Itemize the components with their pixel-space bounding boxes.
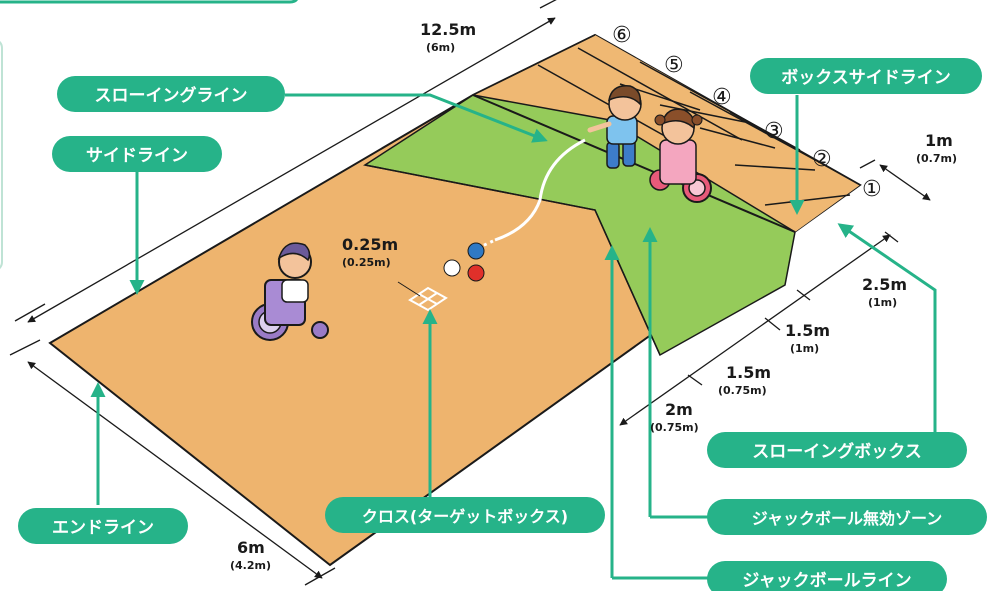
label-jack-line: ジャックボールライン — [707, 561, 947, 591]
dim-box-width-sub: (0.7m) — [916, 152, 957, 165]
svg-text:クロス(ターゲットボックス): クロス(ターゲットボックス) — [362, 507, 568, 526]
box-number-5: ⑤ — [664, 53, 684, 78]
dim-box-width-main: 1m — [925, 131, 953, 150]
dim-width-main: 6m — [237, 538, 265, 557]
red-ball — [467, 264, 485, 282]
svg-text:ジャックボール無効ゾーン: ジャックボール無効ゾーン — [752, 509, 942, 528]
box-number-2: ② — [812, 147, 832, 172]
ball-trajectory — [494, 138, 586, 242]
ball-trajectory-dots — [479, 239, 494, 249]
dim-cross-main: 0.25m — [342, 235, 398, 254]
label-cross: クロス(ターゲットボックス) — [325, 497, 605, 533]
dim-width-sub: (4.2m) — [230, 559, 271, 572]
dim-seg2-sub: (0.75m) — [718, 384, 767, 397]
label-end-line: エンドライン — [18, 508, 188, 544]
label-throwing-line: スローイングライン — [57, 76, 285, 112]
wheelchair-player-left — [251, 242, 329, 341]
dim-seg1-main: 1.5m — [785, 321, 830, 340]
wheelchair-player-girl — [649, 108, 712, 203]
label-arrows — [90, 93, 937, 580]
jack-ball — [443, 259, 461, 277]
partial-frame-left — [0, 40, 3, 270]
cross-target-box — [408, 286, 448, 312]
svg-text:エンドライン: エンドライン — [52, 518, 154, 538]
dim-length-main: 12.5m — [420, 20, 476, 39]
label-jack-invalid-zone: ジャックボール無効ゾーン — [707, 499, 987, 535]
dim-seg2-main: 1.5m — [726, 363, 771, 382]
svg-text:ジャックボールライン: ジャックボールライン — [742, 571, 911, 591]
dimension-lines — [9, 0, 931, 586]
dim-cross-sub: (0.25m) — [342, 256, 391, 269]
svg-text:ボックスサイドライン: ボックスサイドライン — [781, 68, 951, 88]
blue-ball — [467, 242, 485, 260]
dim-seg3-main: 2m — [665, 400, 693, 419]
label-side-line: サイドライン — [52, 136, 222, 172]
partial-frame-top — [0, 0, 298, 4]
svg-text:サイドライン: サイドライン — [86, 146, 188, 166]
dim-box-depth-main: 2.5m — [862, 275, 907, 294]
label-box-side-line: ボックスサイドライン — [750, 58, 982, 94]
cross-dim-line — [397, 281, 421, 297]
dim-seg3-sub: (0.75m) — [650, 421, 699, 434]
dim-box-depth-sub: (1m) — [868, 296, 897, 309]
dim-seg1-sub: (1m) — [790, 342, 819, 355]
box-number-4: ④ — [712, 85, 732, 110]
svg-text:スローイングボックス: スローイングボックス — [752, 441, 922, 462]
box-number-6: ⑥ — [612, 23, 632, 48]
box-number-1: ① — [862, 177, 882, 202]
dim-length-sub: (6m) — [426, 41, 455, 54]
standing-player — [587, 85, 642, 169]
label-throwing-box: スローイングボックス — [707, 432, 967, 468]
svg-text:スローイングライン: スローイングライン — [95, 85, 248, 106]
box-number-3: ③ — [764, 119, 784, 144]
